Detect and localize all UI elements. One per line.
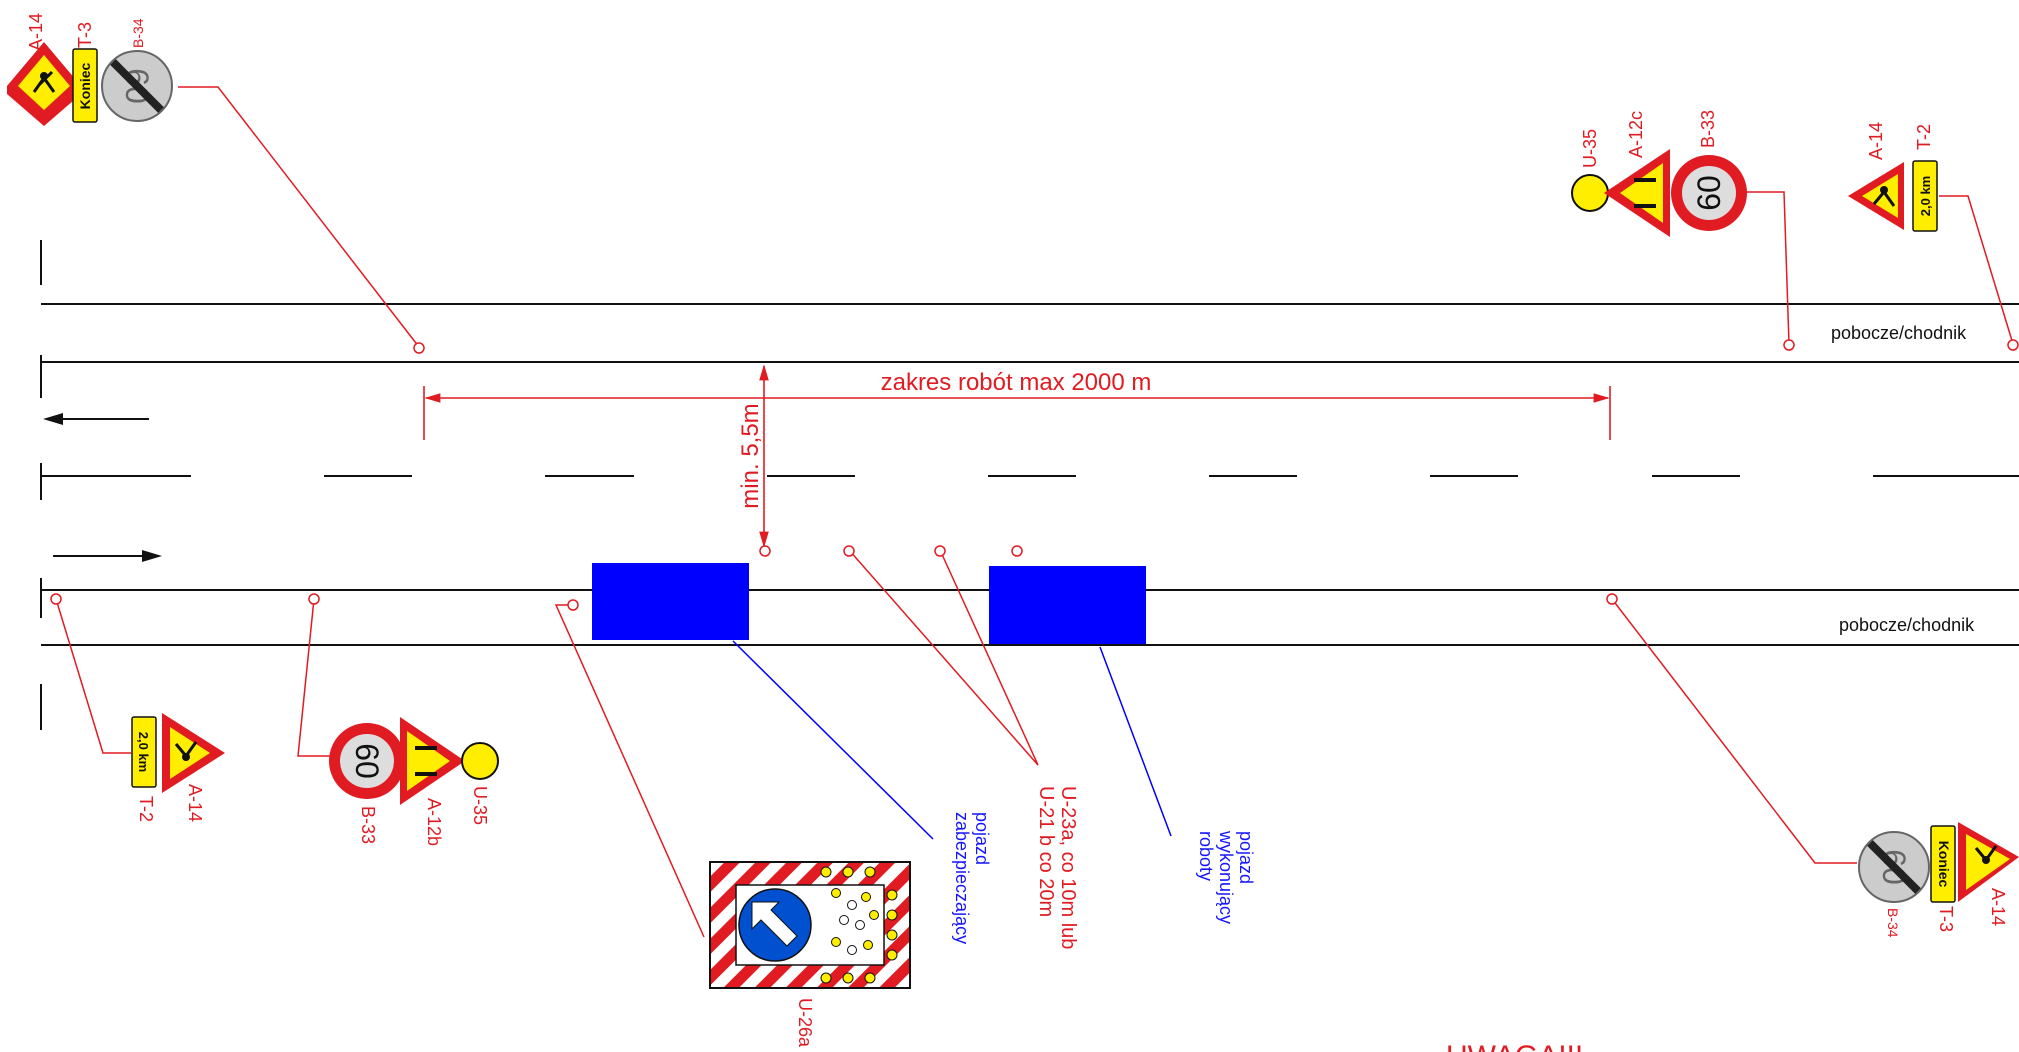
- road: [40, 240, 2019, 730]
- speed-limit-end-sign-icon: 60: [101, 50, 173, 122]
- cone-marker: [843, 545, 855, 557]
- road-works-warning-sign-icon: [1958, 822, 2019, 902]
- sign-group-bottom-left-b: 60 B-33 A-12b U-35: [329, 717, 499, 846]
- road-works-warning-sign-icon: [162, 713, 225, 793]
- label-b33: B-33: [1698, 110, 1718, 148]
- svg-text:Koniec: Koniec: [1936, 841, 1952, 888]
- shoulder-label-top: pobocze/chodnik: [1831, 323, 1967, 343]
- arrow-board-sign-group: U-26a: [709, 861, 911, 1048]
- direction-right-arrow-icon: [53, 550, 162, 562]
- warning-lamps: [820, 866, 898, 984]
- sign-group-bottom-right: 60 Koniec B-34 T-3 A-14: [1858, 822, 2019, 938]
- work-range-label: zakres robót max 2000 m: [881, 369, 1152, 396]
- distance-plate-sign-icon: 2,0 km: [131, 716, 157, 788]
- label-a14: A-14: [1866, 122, 1886, 160]
- protective-vehicle: [592, 563, 749, 640]
- end-plate-sign-icon: Koniec: [1930, 825, 1956, 903]
- warning-light-icon: [461, 742, 499, 780]
- label-b34: B-34: [130, 18, 146, 48]
- svg-text:2,0 km: 2,0 km: [1918, 176, 1933, 216]
- shoulder-label-bottom: pobocze/chodnik: [1839, 615, 1975, 635]
- road-works-warning-sign-icon: [1848, 162, 1904, 230]
- cone-marker: [934, 545, 946, 557]
- work-range-dimension: [423, 386, 1611, 440]
- sign-group-top-right-a: 60 U-35 A-12c B-33: [1571, 110, 1747, 237]
- label-t3: T-3: [1936, 906, 1956, 932]
- sign-group-bottom-left-a: 2,0 km T-2 A-14: [131, 713, 225, 822]
- speed-limit-sign-icon: 60: [329, 723, 405, 799]
- road-works-warning-sign-icon: [7, 42, 81, 126]
- label-b34: B-34: [1885, 908, 1901, 938]
- diagonal-arrow-icon: [751, 901, 798, 947]
- svg-text:pojazd: pojazd: [1236, 831, 1256, 884]
- svg-text:60: 60: [1691, 175, 1727, 211]
- speed-limit-end-sign-icon: 60: [1858, 831, 1930, 903]
- label-a14: A-14: [1988, 888, 2008, 926]
- warning-text: UWAGA!!!: [1446, 1040, 1583, 1052]
- warning-light-icon: [1571, 174, 1609, 212]
- svg-text:roboty: roboty: [1196, 831, 1216, 881]
- label-u26a: U-26a: [795, 998, 815, 1048]
- speed-limit-sign-icon: 60: [1671, 155, 1747, 231]
- end-plate-sign-icon: Koniec: [72, 48, 98, 123]
- label-u35: U-35: [1580, 129, 1600, 168]
- label-t2: T-2: [136, 796, 156, 822]
- label-u35: U-35: [470, 786, 490, 825]
- vehicle-protect-label: pojazd zabezpieczający: [952, 812, 992, 944]
- work-vehicle: [989, 566, 1146, 644]
- label-a14: A-14: [185, 784, 205, 822]
- cones-label: U-23a, co 10m lub U-21 b co 20m: [1035, 786, 1079, 949]
- svg-text:U-21 b co 20m: U-21 b co 20m: [1035, 786, 1057, 917]
- svg-text:2,0 km: 2,0 km: [136, 732, 151, 772]
- road-narrows-sign-icon: [400, 717, 465, 805]
- sign-group-top-right-b: 2,0 km A-14 T-2: [1848, 122, 1938, 232]
- label-t2: T-2: [1914, 124, 1934, 150]
- svg-text:zabezpieczający: zabezpieczający: [952, 812, 972, 944]
- min-width-label: min. 5,5m: [737, 403, 764, 508]
- svg-text:60: 60: [349, 743, 385, 779]
- vehicle-work-label: pojazd wykonujący roboty: [1196, 830, 1256, 924]
- svg-text:U-23a, co 10m lub: U-23a, co 10m lub: [1057, 786, 1079, 949]
- road-narrows-sign-icon: [1604, 149, 1670, 237]
- leader-lines: [55, 86, 2014, 938]
- anchor-points: [50, 339, 2019, 611]
- label-b33: B-33: [358, 806, 378, 844]
- svg-text:pojazd: pojazd: [972, 812, 992, 865]
- label-t3: T-3: [75, 22, 95, 48]
- cone-marker: [1011, 545, 1023, 557]
- label-a12c: A-12c: [1626, 111, 1646, 158]
- cone-marker: [759, 545, 771, 557]
- svg-text:Koniec: Koniec: [77, 62, 93, 109]
- direction-left-arrow-icon: [43, 413, 149, 425]
- label-a12b: A-12b: [424, 798, 444, 846]
- svg-text:wykonujący: wykonujący: [1216, 830, 1236, 924]
- distance-plate-sign-icon: 2,0 km: [1912, 160, 1938, 232]
- label-a14: A-14: [26, 13, 46, 51]
- sign-group-top-left: Koniec 60 A-14 T-3 B-34: [7, 13, 173, 126]
